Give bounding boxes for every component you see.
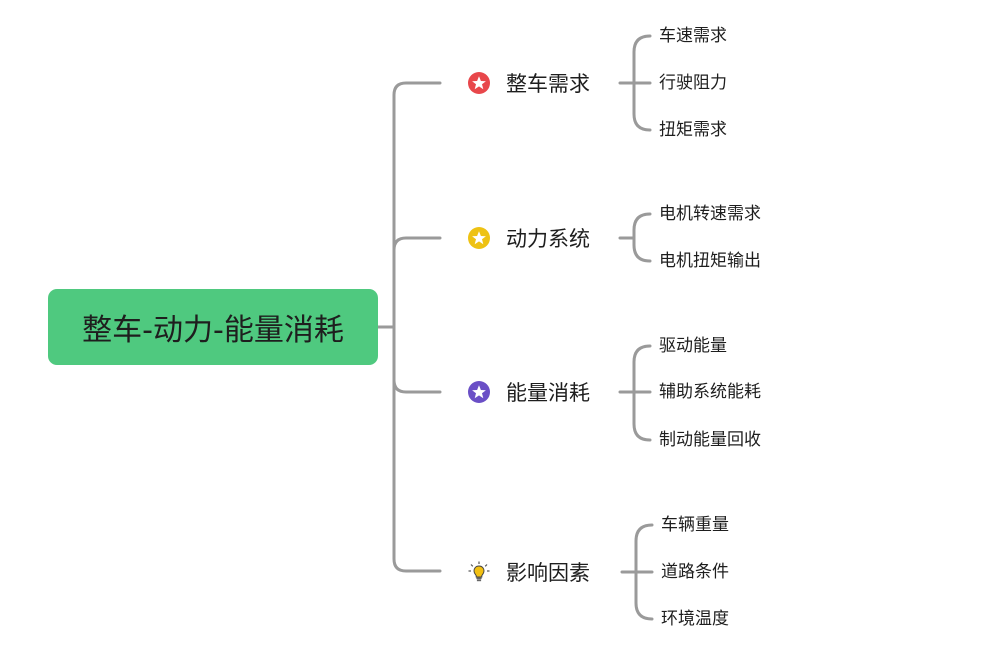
connector-root-to-branch-3 xyxy=(392,378,442,394)
leaf-node[interactable]: 电机转速需求 xyxy=(659,204,761,224)
root-node[interactable]: 整车-动力-能量消耗 xyxy=(48,289,378,365)
root-label: 整车-动力-能量消耗 xyxy=(82,313,344,348)
branch-node-energy-consumption[interactable]: 能量消耗 xyxy=(468,377,590,407)
connector-root-to-branch-2 xyxy=(392,236,442,252)
leaf-node[interactable]: 行驶阻力 xyxy=(659,73,727,93)
star-icon xyxy=(468,381,490,403)
branch-node-powertrain[interactable]: 动力系统 xyxy=(468,223,590,253)
leaf-node[interactable]: 道路条件 xyxy=(661,562,729,582)
connector-branch-2-children xyxy=(632,212,652,263)
leaf-node[interactable]: 车速需求 xyxy=(659,26,727,46)
leaf-node[interactable]: 驱动能量 xyxy=(659,336,727,356)
branch-label: 影响因素 xyxy=(506,561,590,585)
leaf-node[interactable]: 环境温度 xyxy=(661,609,729,629)
leaf-node[interactable]: 电机扭矩输出 xyxy=(659,251,761,271)
star-icon xyxy=(468,227,490,249)
leaf-node[interactable]: 扭矩需求 xyxy=(659,120,727,140)
leaf-node[interactable]: 辅助系统能耗 xyxy=(659,382,761,402)
branch-label: 动力系统 xyxy=(506,227,590,251)
branch-node-influencing-factors[interactable]: 影响因素 xyxy=(468,557,590,587)
branch-label: 能量消耗 xyxy=(506,381,590,405)
branch-node-vehicle-demand[interactable]: 整车需求 xyxy=(468,68,590,98)
connector-root-to-branch-1 xyxy=(392,81,442,573)
branch-label: 整车需求 xyxy=(506,72,590,96)
leaf-node[interactable]: 制动能量回收 xyxy=(659,430,761,450)
leaf-node[interactable]: 车辆重量 xyxy=(661,515,729,535)
lightbulb-icon xyxy=(468,561,490,583)
star-icon xyxy=(468,72,490,94)
